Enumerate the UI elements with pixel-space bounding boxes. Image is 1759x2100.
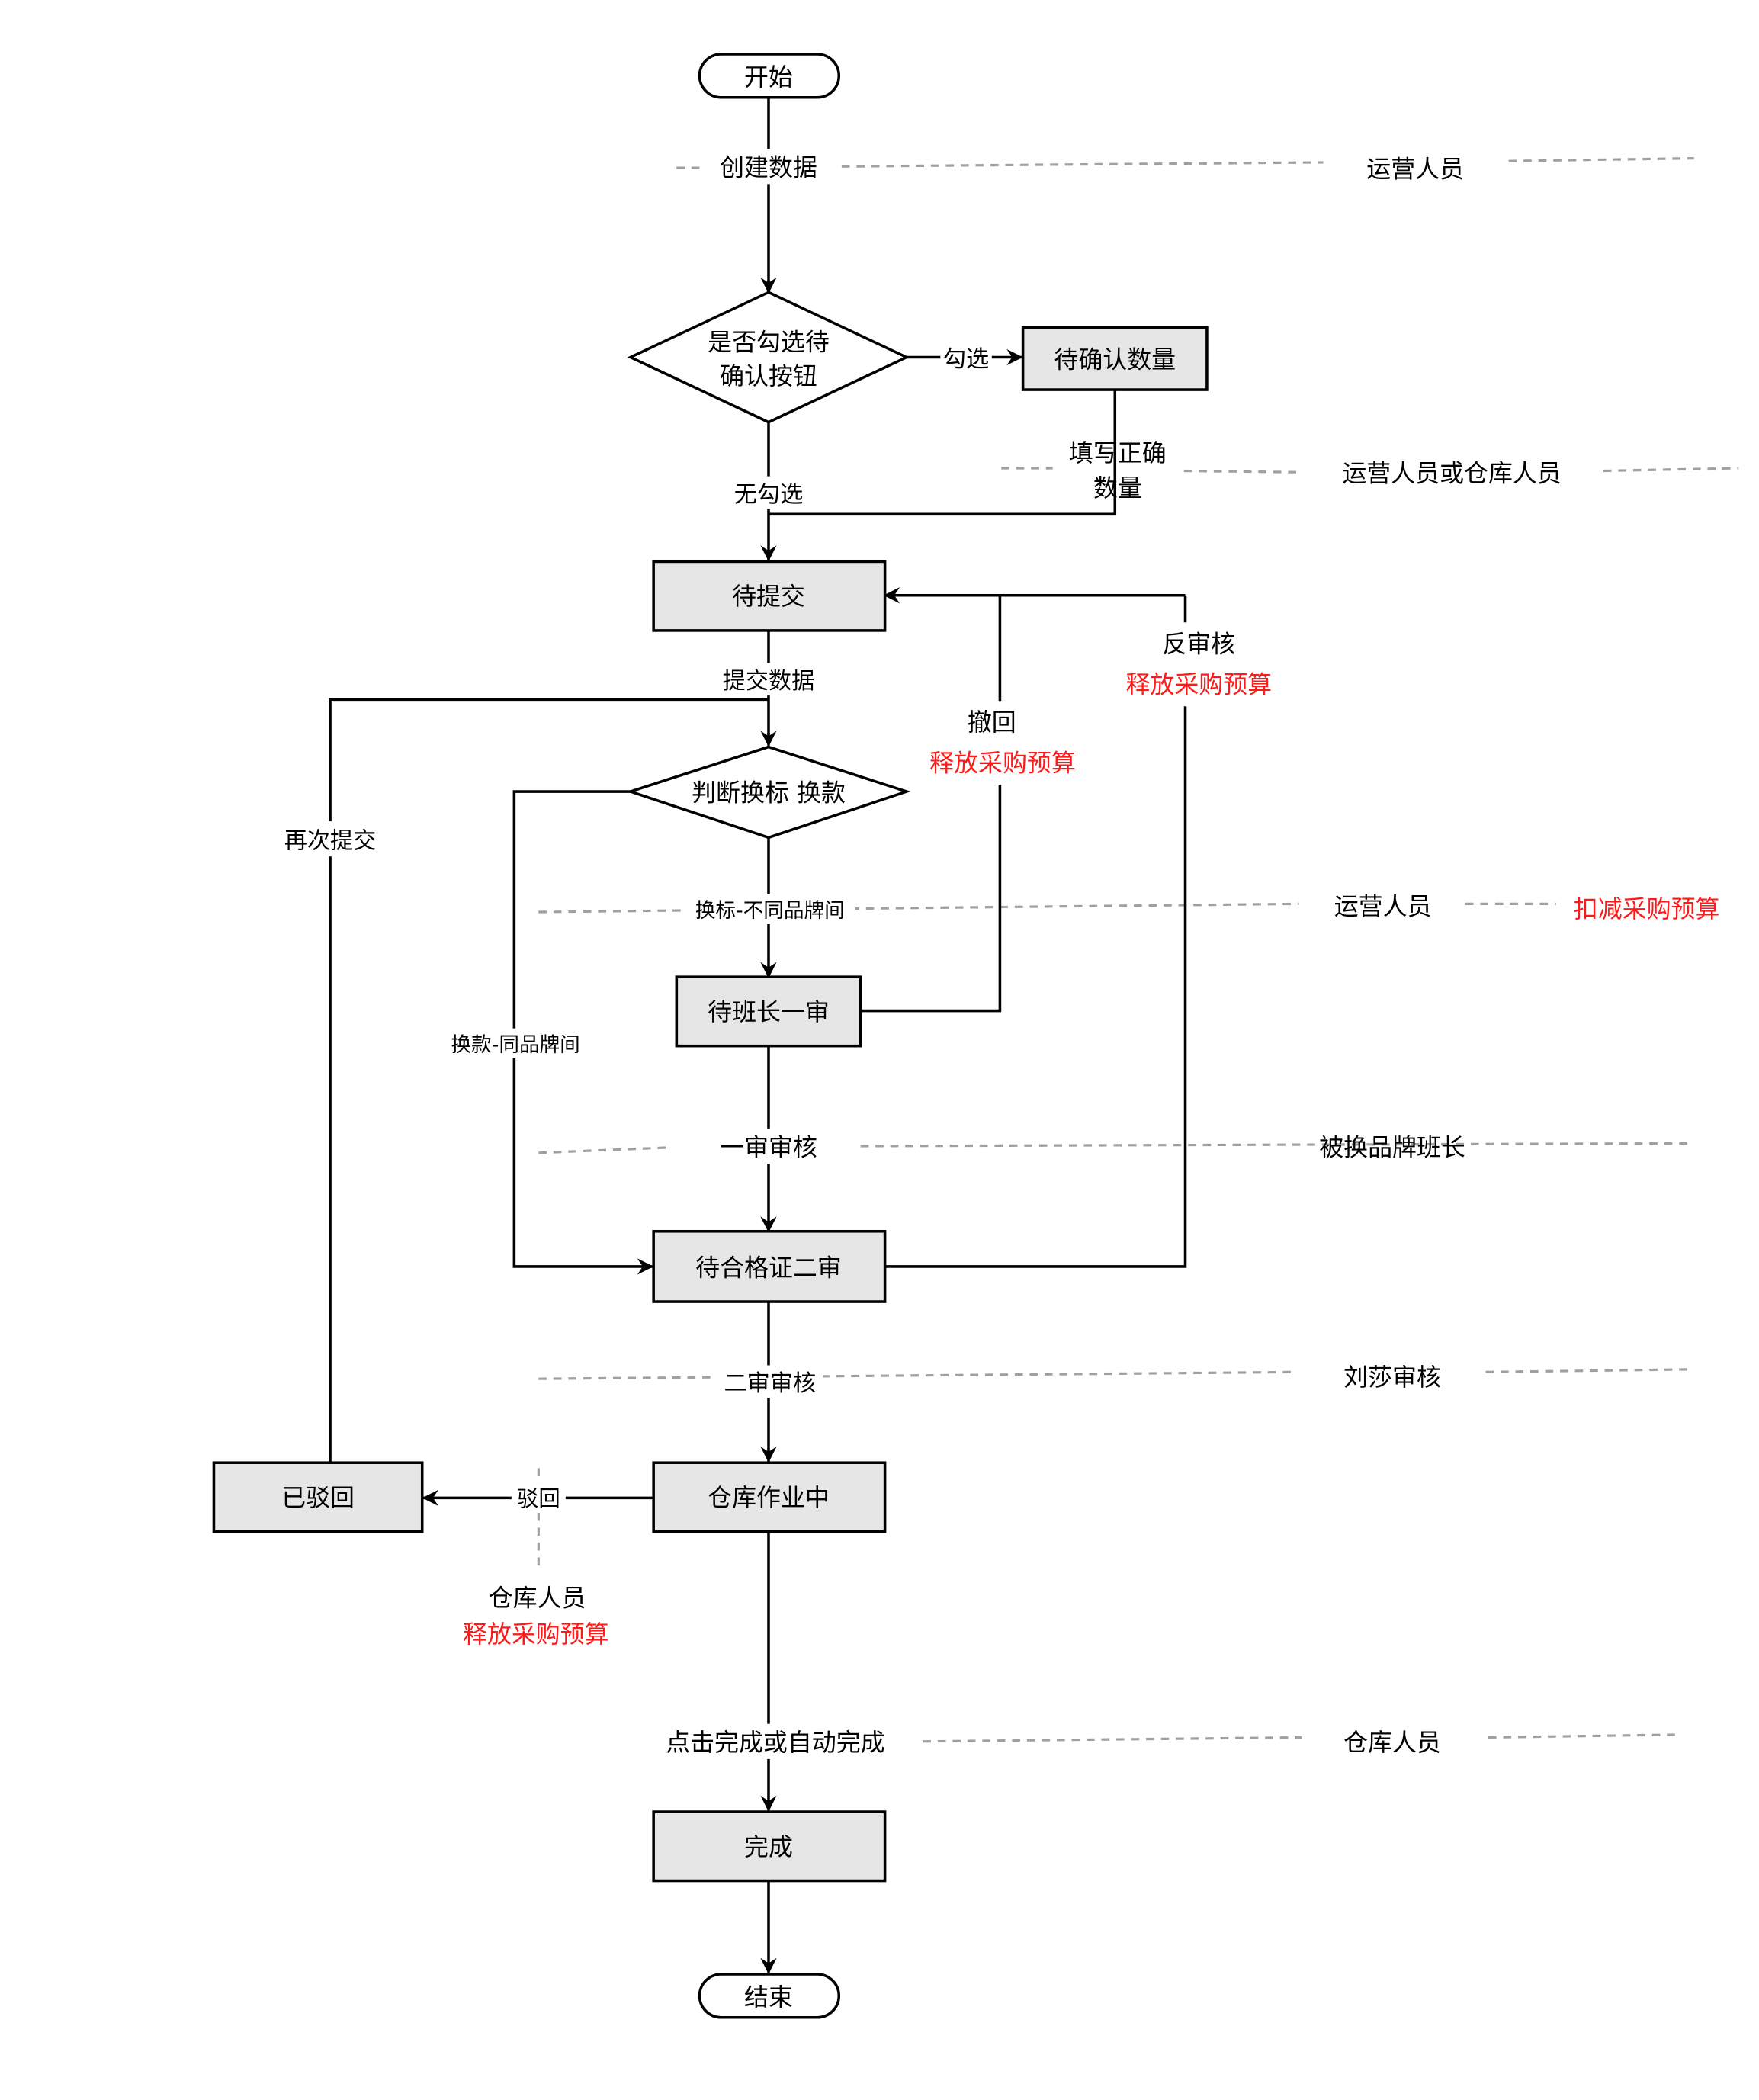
rejected-label: 已驳回 xyxy=(281,1483,355,1512)
completed-label: 完成 xyxy=(744,1832,793,1861)
role-lane6: 仓库人员 xyxy=(1343,1728,1441,1757)
label-first-review: 一审审核 xyxy=(720,1132,817,1161)
label-unchecked: 无勾选 xyxy=(734,481,803,508)
pending-cert-review-label: 待合格证二审 xyxy=(695,1253,842,1282)
label-click-or-auto-complete: 点击完成或自动完成 xyxy=(666,1728,884,1757)
arrow-resubmit xyxy=(329,698,769,1463)
decision-swap[interactable]: 判断换标 换款 xyxy=(626,745,911,840)
end-label: 结束 xyxy=(744,1983,793,2012)
arrow-reverse-audit xyxy=(884,595,1187,1268)
label-withdraw: 撤回 xyxy=(968,708,1016,737)
warehouse-in-progress-label: 仓库作业中 xyxy=(708,1483,830,1512)
role-reject: 仓库人员 xyxy=(489,1583,586,1612)
guide-line xyxy=(538,902,1299,914)
label-swap-style-same-brand: 换款-同品牌间 xyxy=(451,1033,580,1057)
decision-swap-label: 判断换标 换款 xyxy=(692,778,846,807)
guide-line xyxy=(1488,1733,1678,1739)
start-label: 开始 xyxy=(744,63,793,92)
decision-checkbox-line1: 是否勾选待 xyxy=(708,328,830,357)
role-lane3-note: 扣减采购预算 xyxy=(1574,894,1720,923)
guide-line xyxy=(1485,1368,1694,1373)
guide-line xyxy=(538,1146,670,1154)
edge-labels: 创建数据 勾选 无勾选 填写正确 数量 提交数据 再次提交 撤回 释放采购预算 … xyxy=(276,149,1286,1759)
role-guides xyxy=(537,157,1739,1743)
label-withdraw-note: 释放采购预算 xyxy=(929,748,1076,777)
label-fill-qty-line1: 填写正确 xyxy=(1069,438,1167,467)
label-submit-data: 提交数据 xyxy=(723,668,815,695)
completed-node[interactable]: 完成 xyxy=(652,1810,887,1883)
guide-line xyxy=(1183,469,1302,474)
label-reverse-audit-note: 释放采购预算 xyxy=(1125,670,1272,699)
pending-submit-label: 待提交 xyxy=(732,582,805,611)
arrow-withdraw xyxy=(860,595,1002,1013)
pending-submit-node[interactable]: 待提交 xyxy=(652,560,887,632)
pending-confirm-qty-label: 待确认数量 xyxy=(1054,345,1176,374)
guide-line xyxy=(1508,157,1694,162)
role-lane4: 被换品牌班长 xyxy=(1319,1132,1465,1161)
arrow-confirm-to-merge xyxy=(768,390,1117,516)
end-node[interactable]: 结束 xyxy=(698,1973,841,2019)
guide-line xyxy=(841,161,1324,168)
pending-cert-review-node[interactable]: 待合格证二审 xyxy=(652,1230,887,1303)
warehouse-in-progress-node[interactable]: 仓库作业中 xyxy=(652,1461,887,1533)
decision-checkbox[interactable]: 是否勾选待 确认按钮 xyxy=(627,291,910,424)
label-reject: 驳回 xyxy=(517,1486,560,1511)
role-lane5: 刘莎审核 xyxy=(1343,1363,1441,1392)
pending-leader-review-node[interactable]: 待班长一审 xyxy=(675,975,862,1048)
guide-line xyxy=(538,1370,1297,1380)
pending-confirm-qty-node[interactable]: 待确认数量 xyxy=(1021,326,1209,391)
role-lane1: 运营人员 xyxy=(1366,154,1464,183)
rejected-node[interactable]: 已驳回 xyxy=(212,1461,424,1533)
label-resubmit: 再次提交 xyxy=(284,828,377,855)
role-lane2: 运营人员或仓库人员 xyxy=(1342,459,1561,488)
role-lane3: 运营人员 xyxy=(1334,892,1432,921)
pending-leader-review-label: 待班长一审 xyxy=(708,997,830,1026)
decision-checkbox-line2: 确认按钮 xyxy=(720,361,817,390)
guide-line xyxy=(860,1142,1689,1148)
start-node[interactable]: 开始 xyxy=(698,53,841,99)
label-second-review: 二审审核 xyxy=(724,1370,816,1397)
role-labels: 运营人员 运营人员或仓库人员 运营人员 扣减采购预算 被换品牌班长 刘莎审核 仓… xyxy=(463,154,1719,1757)
label-checked: 勾选 xyxy=(943,346,989,373)
label-reverse-audit: 反审核 xyxy=(1162,629,1235,658)
label-swap-label-diff-brand: 换标-不同品牌间 xyxy=(695,899,845,923)
label-create-data: 创建数据 xyxy=(720,153,817,182)
guide-line xyxy=(1603,467,1739,473)
guide-line xyxy=(923,1736,1302,1743)
label-fill-qty-line2: 数量 xyxy=(1093,474,1142,503)
role-reject-note: 释放采购预算 xyxy=(463,1620,609,1649)
